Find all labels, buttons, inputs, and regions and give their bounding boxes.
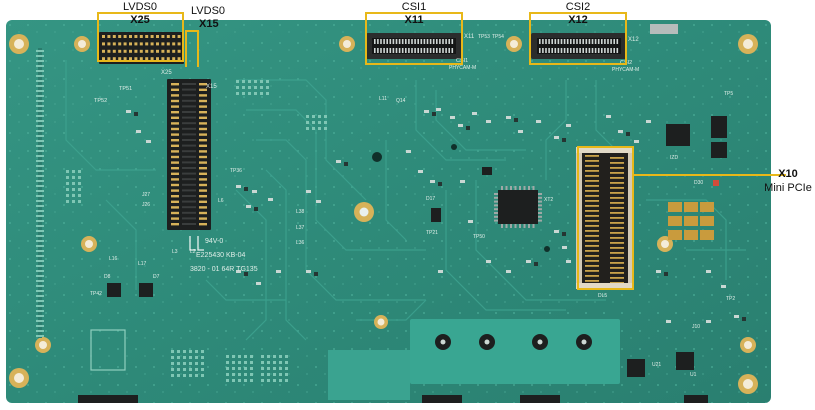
silk-u21: U21 (652, 362, 661, 368)
silk-tp42: TP42 (90, 291, 102, 297)
callout-title-csi1: CSI1 (401, 1, 427, 13)
silk-x12: X12 (628, 37, 639, 43)
silk-d7: D7 (153, 274, 160, 280)
ul-logo (189, 236, 204, 251)
callout-id-x15: X15 (199, 18, 219, 30)
callout-id-x12: X12 (568, 14, 588, 26)
minipcie-socket (576, 147, 634, 289)
silk-x25: X25 (161, 70, 172, 76)
callout-id-x25: X25 (130, 14, 150, 26)
gold-components (668, 202, 714, 240)
silk-tp53: TP53 (478, 34, 490, 40)
callout-box-x11 (365, 12, 463, 65)
silk-tp54: TP54 (492, 34, 504, 40)
silk-l6: L6 (218, 198, 224, 204)
callout-title-minipcie: Mini PCIe (764, 182, 812, 194)
silk-tp21: TP21 (426, 230, 438, 236)
silk-tp50: TP50 (473, 234, 485, 240)
bottom-connector-area (328, 319, 620, 400)
silk-x15: X15 (206, 84, 217, 90)
silk-j27: J27 (142, 192, 150, 198)
silk-l11: L11 (379, 96, 387, 102)
silk-xt2: XT2 (544, 197, 553, 203)
mounting-holes (9, 34, 758, 394)
circuit-board-photo: X25 X15 X11 X12 CSI1 PHYCAM-M CSI2 PHYCA… (6, 20, 771, 403)
silk-j26: J26 (142, 202, 150, 208)
silk-tp36: TP36 (230, 168, 242, 174)
silk-l2: L2 (190, 249, 196, 255)
silk-l3: L3 (172, 249, 178, 255)
silk-q14: Q14 (396, 98, 406, 104)
silk-d8: D8 (104, 274, 111, 280)
connector-x11 (366, 33, 462, 59)
ic-chips (107, 116, 727, 377)
silk-d17: D17 (426, 196, 435, 202)
callout-box-x25 (97, 12, 184, 62)
silk-tp52: TP52 (94, 98, 107, 104)
board-edge-connectors (78, 24, 708, 403)
silk-l36: L36 (296, 240, 305, 246)
silk-mark-1: 94V-0 (205, 238, 223, 245)
silk-l16: L16 (109, 256, 118, 262)
callout-leader-x10 (634, 174, 786, 176)
callout-box-x10 (577, 146, 634, 290)
silk-mark-3: 3820 - 01 64R TG135 (190, 266, 258, 273)
silk-tp5: TP5 (724, 91, 733, 97)
silk-mark-2: E225430 KB-04 (196, 252, 246, 259)
silk-tp2: TP2 (726, 296, 735, 302)
silk-l37: L37 (296, 225, 305, 231)
callout-box-x15 (185, 30, 199, 67)
callout-id-x10: X10 (778, 168, 798, 180)
callout-title-lvds0-x25: LVDS0 (122, 1, 158, 13)
header-x25 (99, 32, 184, 64)
pad-grid-left (90, 329, 126, 371)
silk-u1: U1 (690, 372, 697, 378)
header-x15 (167, 79, 211, 230)
silk-dl5: DL5 (598, 293, 607, 299)
connector-x12 (531, 33, 627, 59)
silk-csi2-sub: PHYCAM-M (612, 67, 639, 73)
callout-id-x11: X11 (404, 14, 424, 26)
silk-l38: L38 (296, 209, 305, 215)
silk-csi1-sub: PHYCAM-M (449, 65, 476, 71)
silk-l17: L17 (138, 261, 147, 267)
silk-tp51: TP51 (119, 86, 132, 92)
callout-title-lvds0-x15: LVDS0 (191, 5, 226, 17)
silkscreen-labels: X25 X15 X11 X12 CSI1 PHYCAM-M CSI2 PHYCA… (90, 34, 735, 378)
silk-izd: IZD (670, 155, 678, 161)
silk-j10: J10 (692, 324, 700, 330)
callout-box-x12 (529, 12, 627, 65)
silk-d30: D30 (694, 180, 703, 186)
callout-title-csi2: CSI2 (565, 1, 591, 13)
edge-pin-column (38, 48, 42, 338)
silk-x11: X11 (464, 34, 475, 40)
